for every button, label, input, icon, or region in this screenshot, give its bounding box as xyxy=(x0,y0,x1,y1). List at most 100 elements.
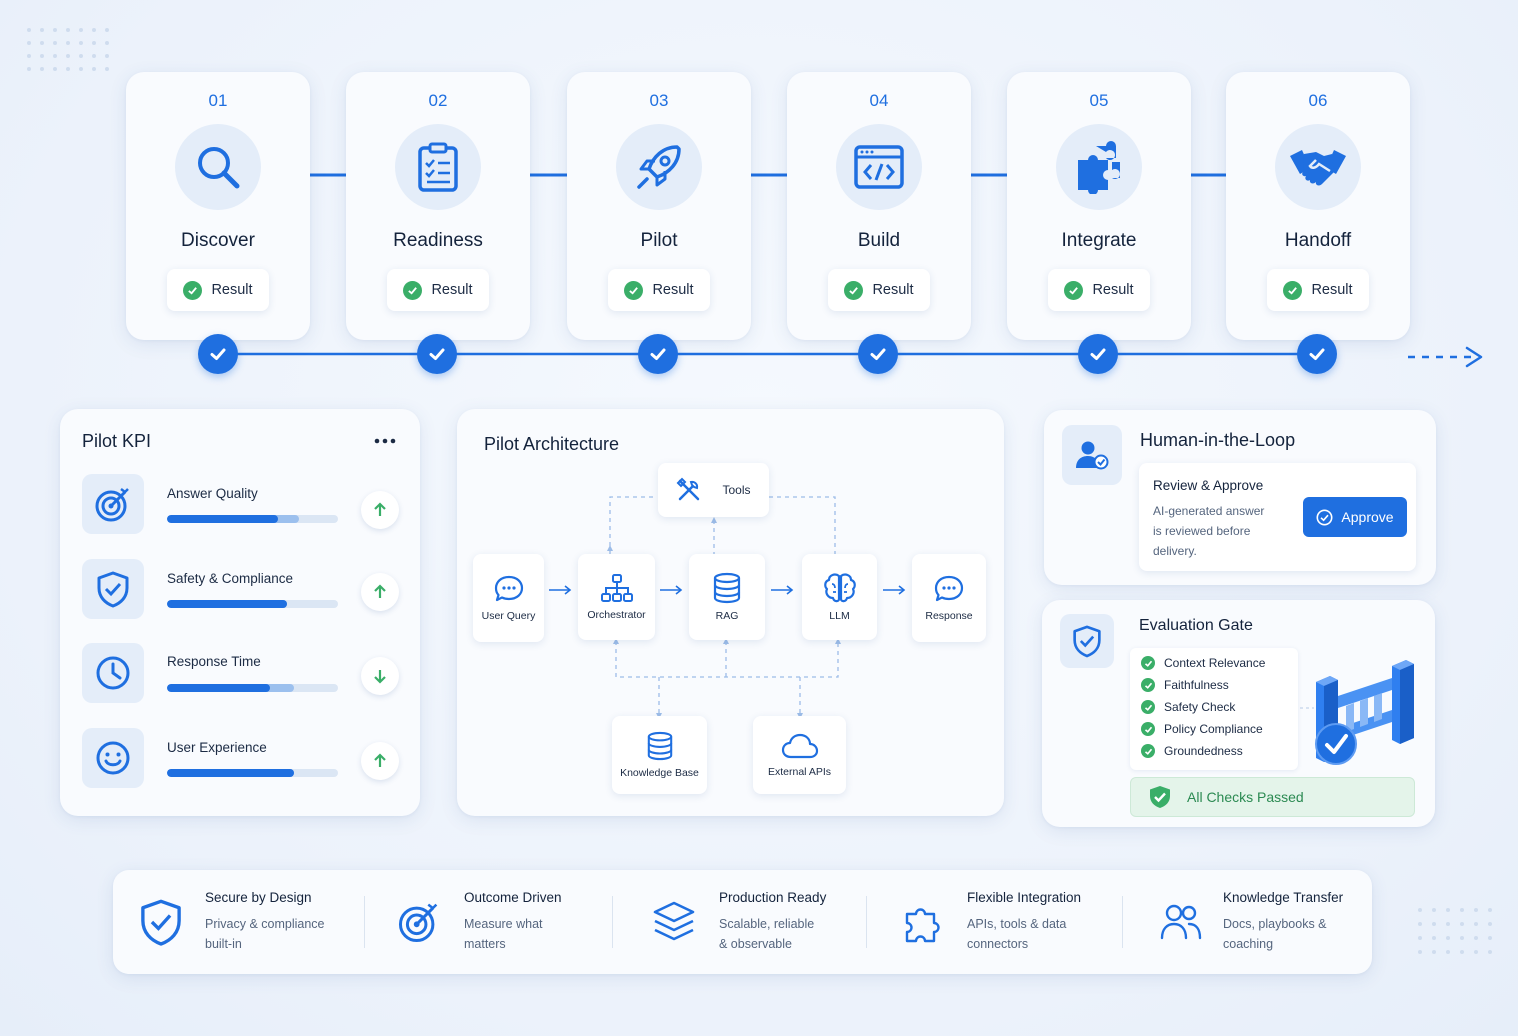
feature-title: Secure by Design xyxy=(205,890,312,905)
cloud-icon xyxy=(781,733,818,759)
node-tools[interactable]: Tools xyxy=(658,463,769,517)
check-circle-icon xyxy=(1141,656,1155,670)
step-card-handoff[interactable]: 06 Handoff Result xyxy=(1226,72,1410,340)
node-label: User Query xyxy=(481,610,536,622)
node-label: External APIs xyxy=(767,766,832,778)
feature-description: Docs, playbooks & coaching xyxy=(1223,917,1327,951)
check-icon xyxy=(210,348,226,360)
node-external-apis[interactable]: External APIs xyxy=(753,716,846,794)
check-label: Policy Compliance xyxy=(1164,722,1263,736)
smiley-icon xyxy=(96,741,130,775)
kpi-progress-fill xyxy=(167,684,270,692)
check-icon xyxy=(1090,348,1106,360)
node-llm[interactable]: LLM xyxy=(802,554,877,640)
step-number: 04 xyxy=(869,91,889,110)
tools-icon xyxy=(677,477,700,501)
result-label: Result xyxy=(872,282,914,298)
step-card-discover[interactable]: 01 Discover Result xyxy=(126,72,310,340)
step-card-pilot[interactable]: 03 Pilot Result xyxy=(567,72,751,340)
shield-check-icon xyxy=(141,899,181,946)
shield-check-icon xyxy=(1073,625,1101,658)
check-circle-icon xyxy=(183,280,203,300)
kpi-icon-box xyxy=(82,559,144,619)
pilot-kpi-panel: Pilot KPI Answer Quality Safety & Compli… xyxy=(60,409,420,816)
approve-button[interactable]: Approve xyxy=(1303,497,1407,537)
shield-check-icon xyxy=(97,571,129,608)
step-title: Discover xyxy=(181,230,255,251)
feature-divider xyxy=(612,896,613,948)
brain-icon xyxy=(823,573,856,603)
hitl-panel: Human-in-the-Loop Review & Approve AI-ge… xyxy=(1044,410,1436,585)
evaluation-status: All Checks Passed xyxy=(1187,789,1304,805)
timeline-checkpoint-04 xyxy=(858,334,898,374)
result-label: Result xyxy=(1311,282,1353,298)
kpi-label: User Experience xyxy=(167,740,267,755)
step-title: Integrate xyxy=(1061,230,1137,251)
check-circle-icon xyxy=(624,280,644,300)
node-user-query[interactable]: User Query xyxy=(473,554,544,642)
decor-dots-top-left xyxy=(27,28,109,71)
kpi-progress-bar xyxy=(167,515,338,523)
review-desc-line: delivery. xyxy=(1153,544,1197,558)
decor-dots-bottom-right xyxy=(1418,908,1492,954)
check-icon xyxy=(650,348,666,360)
step-result-button[interactable]: Result xyxy=(828,269,930,311)
timeline-checkpoint-02 xyxy=(417,334,457,374)
node-label: Response xyxy=(925,610,973,622)
step-card-integrate[interactable]: 05 Integrate Result xyxy=(1007,72,1191,340)
puzzle-icon xyxy=(1078,140,1120,194)
step-result-button[interactable]: Result xyxy=(1048,269,1150,311)
check-icon xyxy=(429,348,445,360)
review-card: Review & Approve AI-generated answer is … xyxy=(1139,463,1416,571)
clock-icon xyxy=(96,656,130,690)
kpi-progress-bar xyxy=(167,600,338,608)
feature-title: Knowledge Transfer xyxy=(1223,890,1344,905)
step-result-button[interactable]: Result xyxy=(167,269,269,311)
node-rag[interactable]: RAG xyxy=(689,554,765,640)
step-title: Handoff xyxy=(1284,230,1352,251)
feature-divider xyxy=(1122,896,1123,948)
kpi-trend-button[interactable] xyxy=(361,573,399,611)
all-checks-passed-banner: All Checks Passed xyxy=(1130,777,1415,817)
check-label: Faithfulness xyxy=(1164,678,1229,692)
node-knowledge-base[interactable]: Knowledge Base xyxy=(612,716,707,794)
step-result-button[interactable]: Result xyxy=(1267,269,1369,311)
node-label: RAG xyxy=(715,610,739,622)
kpi-progress-bar xyxy=(167,684,338,692)
kpi-trend-button[interactable] xyxy=(361,657,399,695)
check-circle-icon xyxy=(1283,280,1303,300)
feature-divider xyxy=(364,896,365,948)
step-result-button[interactable]: Result xyxy=(608,269,710,311)
result-label: Result xyxy=(652,282,694,298)
check-circle-icon xyxy=(1064,280,1084,300)
target-icon xyxy=(95,488,129,522)
more-options-icon[interactable] xyxy=(374,437,396,445)
timeline-checkpoint-06 xyxy=(1297,334,1337,374)
step-number: 01 xyxy=(208,91,228,110)
puzzle-icon xyxy=(905,908,940,943)
step-result-button[interactable]: Result xyxy=(387,269,489,311)
step-card-build[interactable]: 04 Build Result xyxy=(787,72,971,340)
arrow-up-icon xyxy=(374,753,386,767)
step-icon-circle xyxy=(1056,124,1142,210)
feature-description: Scalable, reliable & observable xyxy=(719,917,815,951)
kpi-trend-button[interactable] xyxy=(361,742,399,780)
architecture-title: Pilot Architecture xyxy=(484,434,620,454)
check-item: Safety Check xyxy=(1141,696,1298,718)
evaluation-checklist: Context Relevance Faithfulness Safety Ch… xyxy=(1130,648,1298,770)
result-label: Result xyxy=(1092,282,1134,298)
evaluation-title: Evaluation Gate xyxy=(1139,617,1253,634)
step-card-readiness[interactable]: 02 Readiness Result xyxy=(346,72,530,340)
users-icon xyxy=(1160,904,1202,940)
kpi-label: Response Time xyxy=(167,654,261,669)
node-response[interactable]: Response xyxy=(912,554,986,642)
step-icon-circle xyxy=(616,124,702,210)
node-orchestrator[interactable]: Orchestrator xyxy=(578,554,655,640)
arrow-down-icon xyxy=(374,670,386,684)
node-label: Orchestrator xyxy=(587,609,646,621)
kpi-trend-button[interactable] xyxy=(361,491,399,529)
